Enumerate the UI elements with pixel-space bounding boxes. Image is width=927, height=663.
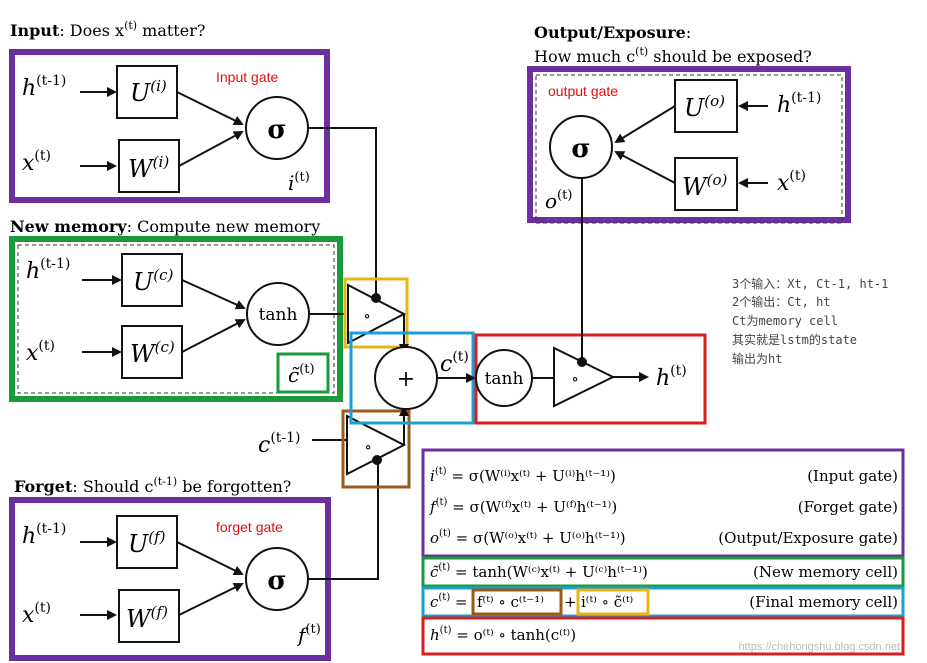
eq-input-term-box [576,588,650,616]
input-i-label: i(t) [288,170,310,195]
forget-sigma-symbol: σ [267,566,286,596]
eq-output-label: (Output/Exposure gate) [718,529,898,547]
output-header-line1: Output/Exposure: [534,23,691,42]
output-multiply-gate [553,346,616,408]
wire-input-to-gate [308,127,377,298]
eq-final-label: (Final memory cell) [749,593,898,611]
ctilde-highlight [276,352,330,394]
top-gate-dot [371,293,381,303]
wire-forget-to-gate [308,460,379,580]
input-W-box [118,139,180,193]
mem-U-label: U(c) [133,266,173,296]
eq-forget-term-box [471,588,563,616]
eq-final-frame [421,586,905,618]
input-header: Input: Does x(t) matter? [10,19,205,40]
output-x-label: x(t) [777,168,806,196]
input-x-label: x(t) [22,148,51,176]
eq-final-input-term: i⁽ᵗ⁾ ∘ c̃⁽ᵗ⁾ [581,593,633,611]
eq-newmem-label: (New memory cell) [753,563,898,581]
output-h-label: h(t-1) [777,90,821,118]
top-gate-highlight [343,277,409,349]
eq-final-forget-term: f⁽ᵗ⁾ ∘ c⁽ᵗ⁻¹⁾ [477,593,544,611]
bottom-gate-highlight [341,409,411,489]
forget-U-box [116,515,178,569]
forget-W-to-sigma [178,583,244,616]
output-gate-label: output gate [548,83,618,99]
input-U-to-sigma [176,91,244,125]
forget-W-box [118,589,180,643]
mem-x-label: x(t) [26,338,55,366]
new-memory-frame [9,236,343,402]
note-line-3: Ct为memory cell [732,314,838,328]
mem-tanh-label: tanh [259,305,298,325]
forget-h-label: h(t-1) [22,521,66,549]
output-U-label: U(o) [684,92,725,122]
input-W-to-sigma [178,131,244,167]
note-line-5: 输出为ht [732,351,782,366]
input-U-box [116,65,178,119]
forget-U-to-sigma [176,541,244,575]
top-gate-circ: ∘ [363,307,370,325]
output-dashed [535,74,843,224]
equations: i(t) = σ(W⁽ⁱ⁾x⁽ᵗ⁾ + U⁽ⁱ⁾h⁽ᵗ⁻¹⁾) (Input g… [429,466,898,644]
output-U-to-sigma [614,105,676,144]
out-gate-circ: ∘ [571,370,578,388]
input-h-label: h(t-1) [22,73,66,101]
input-sigma-symbol: σ [267,115,286,145]
note-line-1: 3个输入：Xt, Ct-1, ht-1 [732,276,888,291]
note-line-2: 2个输出：Ct, ht [732,294,831,309]
eq-forget-label: (Forget gate) [798,498,898,516]
output-W-box [674,157,738,211]
notes-block: 3个输入：Xt, Ct-1, ht-1 2个输出：Ct, ht Ct为memor… [732,276,888,366]
input-U-label: U(i) [130,77,167,107]
eq-forget: f(t) = σ(W⁽ᶠ⁾x⁽ᵗ⁾ + U⁽ᶠ⁾h⁽ᵗ⁻¹⁾) [429,497,617,516]
eq-final: c(t) = [430,592,468,611]
output-W-to-sigma [614,151,676,184]
h-t-label: h(t) [656,363,687,391]
forget-f-label: f(t) [296,622,321,647]
eq-hidden: h(t) = o⁽ᵗ⁾ ∘ tanh(c⁽ᵗ⁾) [430,625,576,644]
eq-gates-frame [421,448,905,558]
mem-W-box [121,325,183,379]
input-gate-frame [9,49,330,203]
input-gate-label: Input gate [216,69,278,85]
output-U-box [674,79,738,133]
output-W-label: W(o) [682,171,728,201]
forget-x-label: x(t) [22,600,51,628]
mem-h-label: h(t-1) [26,256,70,284]
bottom-gate-dot [372,455,382,465]
eq-output: o(t) = σ(W⁽ᵒ⁾x⁽ᵗ⁾ + U⁽ᵒ⁾h⁽ᵗ⁻¹⁾) [430,528,626,547]
watermark: https://chehongshu.blog.csdn.net [739,641,900,653]
output-sigma-symbol: σ [571,134,590,164]
output-o-label: o(t) [545,188,572,213]
mem-U-to-tanh [181,279,246,310]
plus-symbol: + [397,367,415,392]
eq-output-frame [421,616,905,656]
output-gate-frame [527,66,851,223]
note-line-4: 其实就是lstm的state [732,332,857,347]
mem-W-to-tanh [181,319,246,353]
input-W-label: W(i) [128,153,169,183]
forget-U-label: U(f) [128,528,166,558]
ctilde-label: c̃(t) [288,362,315,387]
eq-input-label: (Input gate) [807,467,898,485]
mem-W-label: W(c) [130,338,175,368]
bottom-multiply-gate [346,414,407,476]
bottom-gate-circ: ∘ [364,438,371,456]
eq-input: i(t) = σ(W⁽ⁱ⁾x⁽ᵗ⁾ + U⁽ⁱ⁾h⁽ᵗ⁻¹⁾) [430,466,616,485]
eq-final-plus: + [564,593,577,611]
new-memory-dashed [17,244,335,394]
forget-header: Forget: Should c(t-1) be forgotten? [14,475,291,496]
c-prev-label: c(t-1) [258,430,301,458]
forget-W-label: W(f) [126,603,168,633]
eq-newmem-frame [421,556,905,588]
output-header-line2: How much c(t) should be exposed? [534,45,812,66]
new-memory-header: New memory: Compute new memory [10,217,320,236]
c-t-label: c(t) [440,349,469,377]
out-tanh-label: tanh [485,369,524,389]
eq-newmem: c̃(t) = tanh(W⁽ᶜ⁾x⁽ᵗ⁾ + U⁽ᶜ⁾h⁽ᵗ⁻¹⁾) [430,562,648,581]
forget-gate-label: forget gate [216,519,283,535]
